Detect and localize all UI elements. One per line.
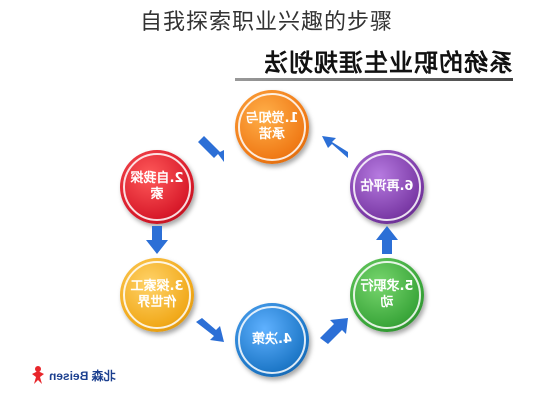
logo-mark-icon xyxy=(30,365,46,385)
node-ring xyxy=(123,261,191,329)
node-ring xyxy=(238,306,306,374)
node-label: 2.自我探索 xyxy=(130,171,184,202)
logo-text: 北森 Beisen xyxy=(49,368,116,383)
node-awareness: 1.觉知与承诺 xyxy=(235,90,309,164)
beisen-logo: 北森 Beisen xyxy=(30,362,140,388)
diagram-slide: 系统的职业生涯规划法 1.觉知与承诺 2.自我探索 3.探索工作世界 4.决策 … xyxy=(28,40,516,390)
page-title: 自我探索职业兴趣的步骤 xyxy=(139,10,393,35)
node-explore-work-world: 3.探索工作世界 xyxy=(120,258,194,332)
node-label: 3.探索工作世界 xyxy=(130,279,184,310)
slide-header: 系统的职业生涯规划法 xyxy=(235,42,513,78)
node-job-action: 5.求职行动 xyxy=(350,258,424,332)
node-label: 1.觉知与承诺 xyxy=(245,111,299,142)
arrow-1-to-2 xyxy=(198,136,224,162)
node-self-exploration: 2.自我探索 xyxy=(120,150,194,224)
node-label: 5.求职行动 xyxy=(360,279,414,310)
node-reevaluate: 6.再评估 xyxy=(350,150,424,224)
node-ring xyxy=(353,261,421,329)
node-ring xyxy=(238,93,306,161)
arrow-3-to-4 xyxy=(196,318,224,342)
node-decision: 4.决策 xyxy=(235,303,309,377)
arrow-6-to-1 xyxy=(322,136,348,158)
node-label: 6.再评估 xyxy=(360,179,414,194)
node-label: 4.决策 xyxy=(252,332,292,347)
arrow-4-to-5 xyxy=(320,318,348,344)
slide-title: 系统的职业生涯规划法 xyxy=(263,48,513,77)
arrow-5-to-6 xyxy=(376,226,398,254)
node-ring xyxy=(123,153,191,221)
node-ring xyxy=(353,153,421,221)
arrow-2-to-3 xyxy=(146,226,168,254)
header-divider xyxy=(235,78,513,81)
